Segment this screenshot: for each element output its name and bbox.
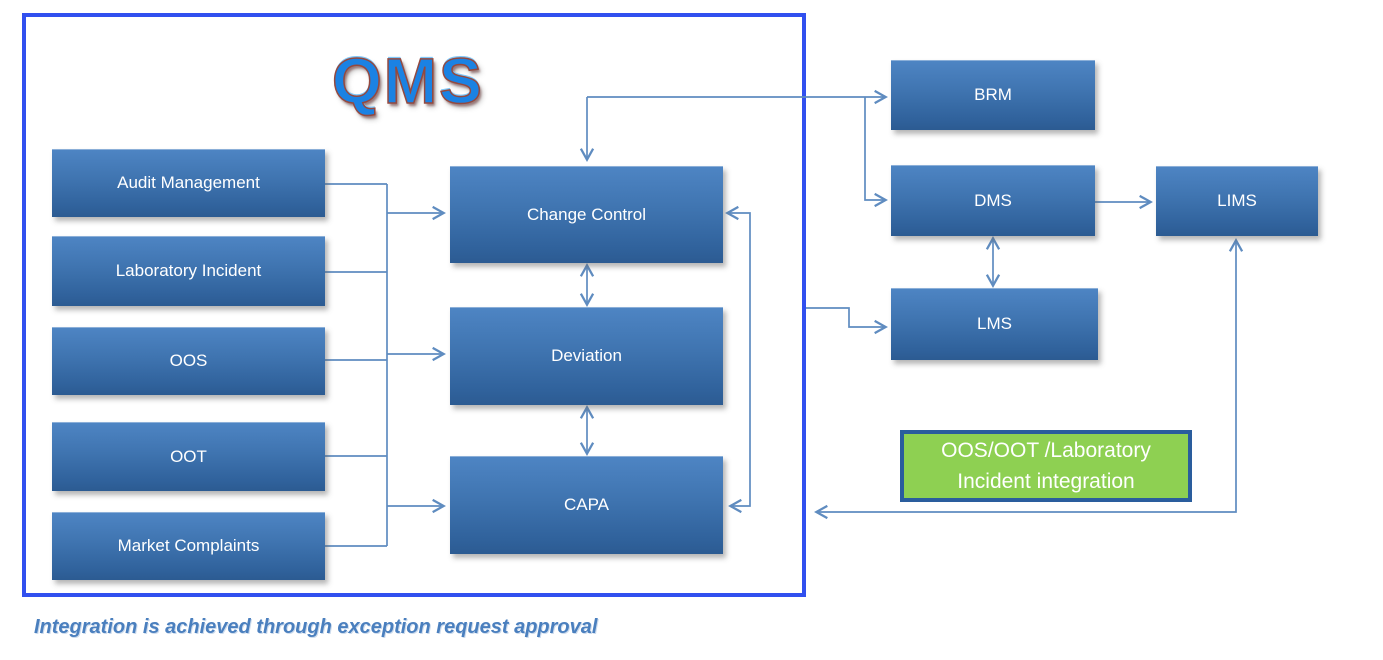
edge-junction-dms [864,97,888,208]
node-market-complaints: Market Complaints [52,512,325,580]
node-oos: OOS [52,327,325,395]
node-label: OOS [169,351,208,370]
node-label: Market Complaints [117,536,260,555]
node-change-control: Change Control [450,166,723,263]
node-label: Change Control [526,204,647,224]
qms-title: QMS [331,44,484,118]
node-brm: BRM [891,60,1095,130]
node-oot: OOT [52,422,325,491]
qms-group-frame [22,13,806,597]
node-label: LIMS [1217,191,1257,210]
node-label: Laboratory Incident [115,261,262,280]
node-label: Audit Management [117,173,260,192]
node-label: Deviation [551,346,622,365]
node-deviation: Deviation [450,307,723,405]
node-label: CAPA [563,495,610,514]
node-label: OOT [170,446,207,466]
node-audit-management: Audit Management [52,149,325,217]
integration-note-box: OOS/OOT /Laboratory Incident integration [900,430,1192,502]
edge-frame-lms [806,307,888,335]
node-dms: DMS [891,165,1095,236]
integration-note-label: OOS/OOT /Laboratory Incident integration [941,438,1151,494]
node-lms: LMS [891,288,1098,360]
node-lims: LIMS [1156,166,1318,236]
node-label: DMS [974,190,1012,210]
node-label: BRM [974,85,1012,104]
node-capa: CAPA [450,456,723,554]
node-label: LMS [977,314,1012,333]
diagram-caption: Integration is achieved through exceptio… [34,616,598,638]
node-laboratory-incident: Laboratory Incident [52,236,325,306]
